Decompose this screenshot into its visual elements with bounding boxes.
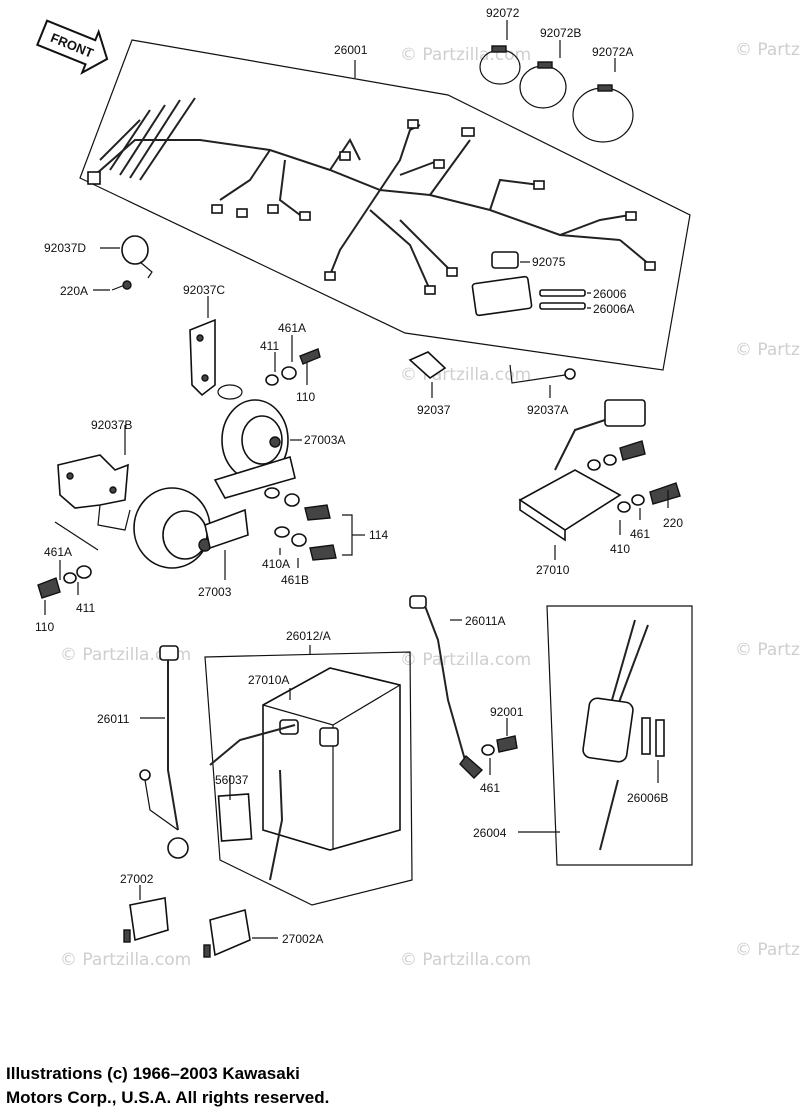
watermark: © Partzilla.com xyxy=(400,950,531,970)
label-110-lower: 110 xyxy=(35,620,54,634)
fuse-holder-26004 xyxy=(582,619,665,851)
fuse-frame xyxy=(546,605,693,866)
label-110: 110 xyxy=(296,390,315,404)
label-27002A: 27002A xyxy=(282,932,323,946)
battery-frame xyxy=(204,651,413,906)
label-92037C: 92037C xyxy=(183,283,225,297)
label-27003: 27003 xyxy=(198,585,232,599)
label-92037B: 92037B xyxy=(91,418,132,432)
lead-26011A xyxy=(409,595,518,779)
clamp-92037D xyxy=(111,235,153,291)
stay-92037A xyxy=(509,364,576,384)
label-27003A: 27003A xyxy=(304,433,345,447)
band-clamps xyxy=(479,45,634,143)
label-26011: 26011 xyxy=(97,712,130,726)
copyright-line-2: Motors Corp., U.S.A. All rights reserved… xyxy=(6,1088,330,1107)
regulator-27010 xyxy=(518,399,681,542)
label-56037: 56037 xyxy=(215,773,249,787)
relay-27002A xyxy=(203,908,251,958)
label-26011A: 26011A xyxy=(465,614,505,628)
bolt-group-114 xyxy=(264,487,353,561)
fuse-box xyxy=(471,251,533,317)
label-92037D: 92037D xyxy=(44,241,86,255)
label-26006: 26006 xyxy=(593,287,627,301)
label-461-lower: 461 xyxy=(480,781,500,795)
watermark: © Partzilla.com xyxy=(735,940,800,960)
clip-92037 xyxy=(408,351,447,380)
label-92072: 92072 xyxy=(486,6,520,20)
label-27002: 27002 xyxy=(120,872,154,886)
battery xyxy=(209,667,401,881)
label-26012A: 26012/A xyxy=(286,629,331,643)
label-26004: 26004 xyxy=(473,826,507,840)
copyright-notice: Illustrations (c) 1966–2003 Kawasaki Mot… xyxy=(6,1062,566,1110)
watermark: © Partzilla.com xyxy=(400,650,531,670)
horn-27003A xyxy=(213,399,296,499)
front-arrow: FRONT xyxy=(36,19,109,75)
label-410A: 410A xyxy=(262,557,290,571)
hardware-lower-left xyxy=(37,521,99,599)
horn-27003 xyxy=(133,487,249,569)
label-92072B: 92072B xyxy=(540,26,581,40)
part-labels: 26001 92072 92072B 92072A 92037D 220A 92… xyxy=(35,6,683,946)
label-27010: 27010 xyxy=(536,563,570,577)
label-114: 114 xyxy=(369,528,388,542)
label-26001: 26001 xyxy=(334,43,368,57)
watermark: © Partzilla.com xyxy=(60,645,191,665)
label-411: 411 xyxy=(260,339,279,353)
label-26006B: 26006B xyxy=(627,791,668,805)
label-461A-lower: 461A xyxy=(44,545,72,559)
spare-fuses xyxy=(539,289,586,310)
label-461A: 461A xyxy=(278,321,306,335)
copyright-line-1: Illustrations (c) 1966–2003 Kawasaki xyxy=(6,1064,300,1083)
label-220A: 220A xyxy=(60,284,88,298)
watermark: © Partzilla.com xyxy=(60,950,191,970)
label-92075: 92075 xyxy=(532,255,566,269)
label-411-lower: 411 xyxy=(76,601,95,615)
wiring-harness xyxy=(87,97,656,295)
label-92072A: 92072A xyxy=(592,45,633,59)
label-461B: 461B xyxy=(281,573,309,587)
label-92037: 92037 xyxy=(417,403,451,417)
label-92001: 92001 xyxy=(490,705,524,719)
watermark: © Partzilla.com xyxy=(735,640,800,660)
bracket-92037B xyxy=(57,454,131,531)
watermark-layer: © Partzilla.com © Partzilla.com © Partzi… xyxy=(60,40,800,970)
relay-27002 xyxy=(123,897,169,943)
lead-26011 xyxy=(139,645,189,859)
bracket-92037C xyxy=(189,318,321,400)
watermark: © Partzilla.com xyxy=(400,45,531,65)
label-92037A: 92037A xyxy=(527,403,568,417)
label-410: 410 xyxy=(610,542,630,556)
label-220: 220 xyxy=(663,516,683,530)
watermark: © Partzilla.com xyxy=(735,340,800,360)
label-461: 461 xyxy=(630,527,650,541)
watermark: © Partzilla.com xyxy=(735,40,800,60)
label-27010A: 27010A xyxy=(248,673,289,687)
leader-lines xyxy=(44,20,669,939)
harness-frame xyxy=(79,39,691,371)
label-26006A: 26006A xyxy=(593,302,634,316)
